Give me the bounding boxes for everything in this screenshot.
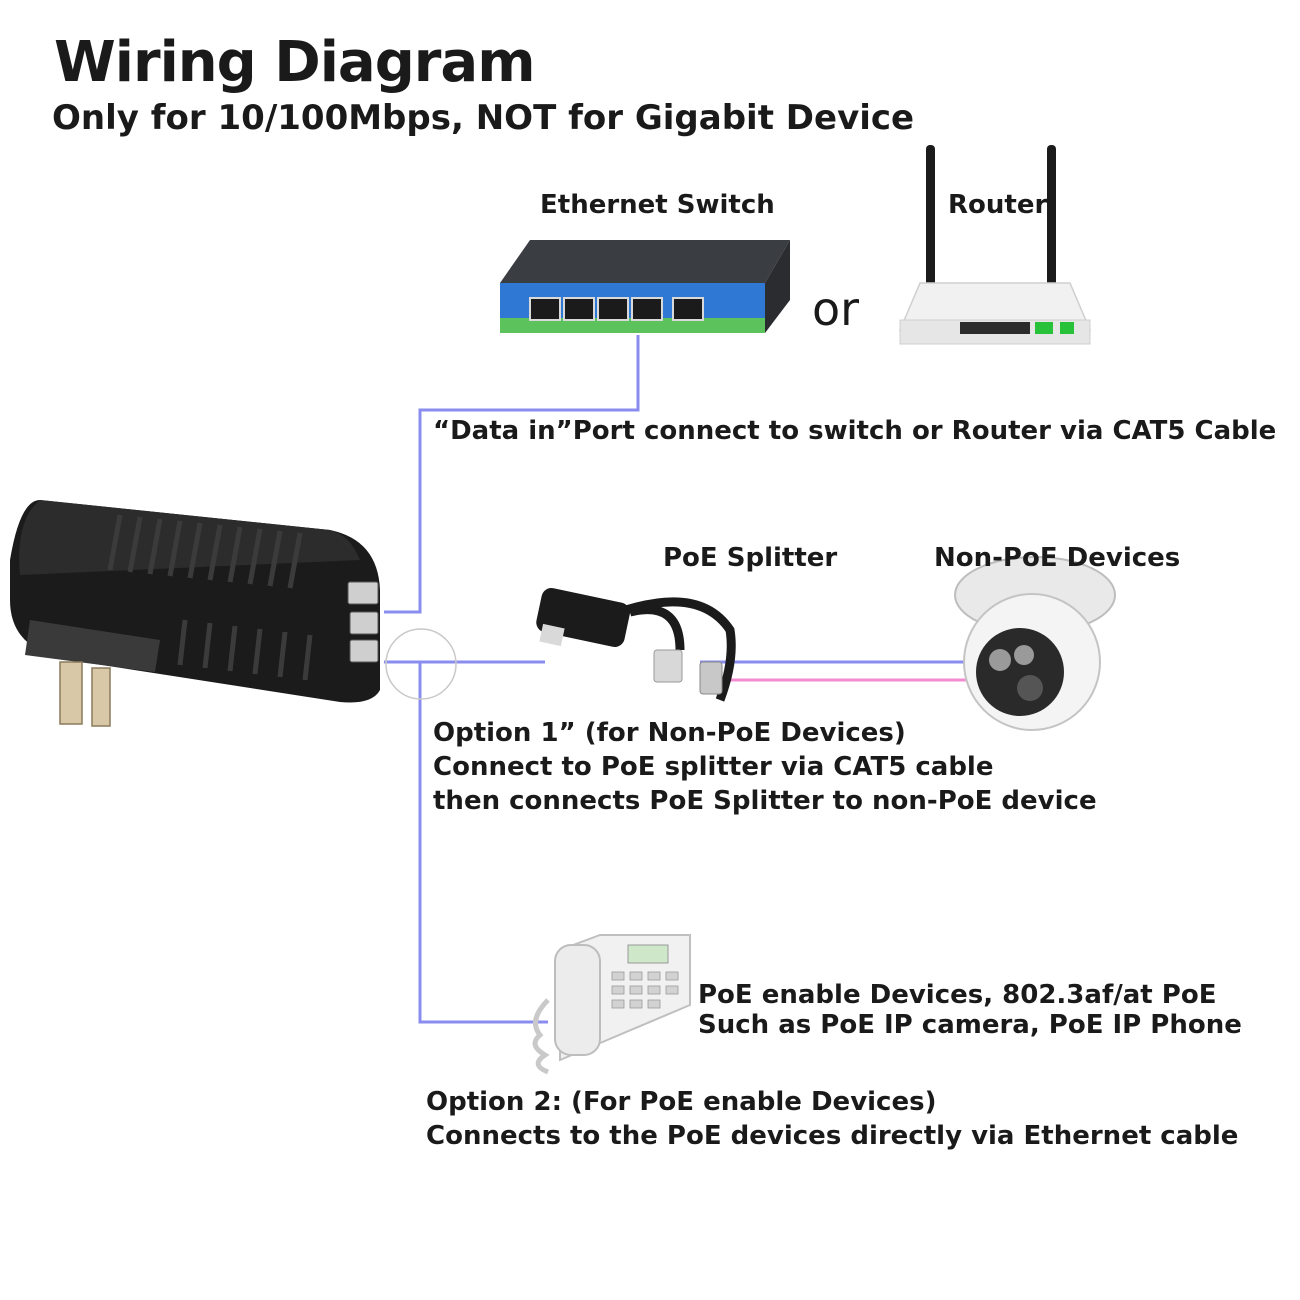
option1-description: Option 1” (for Non-PoE Devices) Connect … — [433, 716, 1097, 818]
option1-heading: Option 1” (for Non-PoE Devices) — [433, 718, 906, 748]
option1-step2: then connects PoE Splitter to non-PoE de… — [433, 786, 1097, 816]
ip-phone-image — [532, 934, 691, 1075]
poe-devices-line1: PoE enable Devices, 802.3af/at PoE — [698, 980, 1217, 1010]
poe-splitter-image — [536, 588, 736, 702]
junction-circle — [385, 628, 457, 700]
ethernet-switch-label: Ethernet Switch — [540, 190, 775, 220]
or-separator: or — [812, 282, 860, 336]
poe-splitter-label: PoE Splitter — [663, 543, 838, 573]
router-label: Router — [948, 190, 1048, 220]
poe-devices-line2: Such as PoE IP camera, PoE IP Phone — [698, 1010, 1242, 1040]
poe-injector-adapter — [10, 500, 380, 727]
diagram-title: Wiring Diagram — [54, 30, 536, 95]
option2-heading: Option 2: (For PoE enable Devices) — [426, 1087, 937, 1117]
poe-out-cable — [384, 660, 548, 1024]
diagram-subtitle: Only for 10/100Mbps, NOT for Gigabit Dev… — [52, 98, 915, 138]
dome-camera-image — [954, 556, 1116, 731]
data-in-cable — [384, 335, 640, 614]
data-in-note: “Data in”Port connect to switch or Route… — [433, 416, 1277, 446]
option2-step: Connects to the PoE devices directly via… — [426, 1121, 1239, 1151]
router-image — [898, 145, 1092, 345]
poe-devices-description: PoE enable Devices, 802.3af/at PoE Such … — [698, 980, 1242, 1040]
cable-lines — [384, 335, 975, 1024]
ethernet-switch-image — [500, 240, 790, 333]
non-poe-devices-label: Non-PoE Devices — [934, 543, 1181, 573]
option2-description: Option 2: (For PoE enable Devices) Conne… — [426, 1085, 1238, 1153]
option1-step1: Connect to PoE splitter via CAT5 cable — [433, 752, 994, 782]
